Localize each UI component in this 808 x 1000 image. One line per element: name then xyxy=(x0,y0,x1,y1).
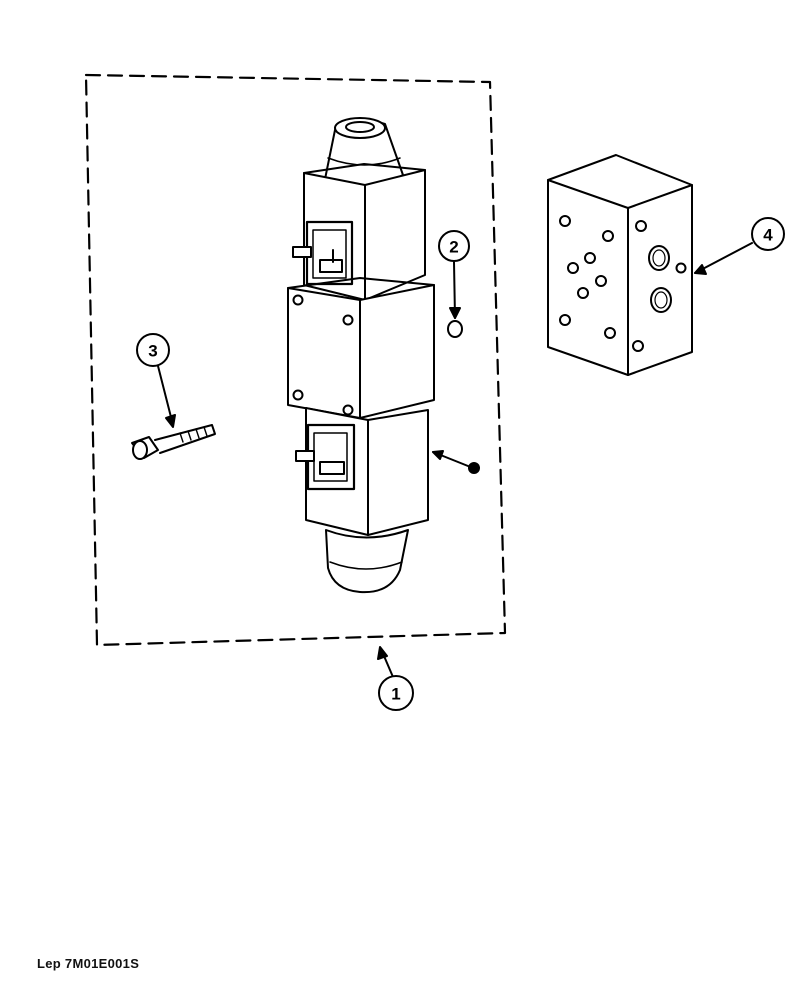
subplate xyxy=(547,154,693,376)
o-ring xyxy=(447,320,463,338)
solenoid-valve xyxy=(287,117,435,594)
callout-3: 3 xyxy=(136,333,170,367)
callout-2: 2 xyxy=(438,230,470,262)
drawing-reference: Lep 7M01E001S xyxy=(37,956,140,971)
callout-4-leader xyxy=(694,242,753,274)
callout-2-label: 2 xyxy=(449,238,458,257)
callout-4: 4 xyxy=(751,217,785,251)
callout-1: 1 xyxy=(378,675,414,711)
kit-boundary xyxy=(84,73,507,647)
lubricant-dot xyxy=(468,462,480,474)
callout-3-leader xyxy=(157,365,174,426)
cap-screw xyxy=(131,424,216,460)
callout-1-label: 1 xyxy=(391,685,400,704)
callout-4-label: 4 xyxy=(763,226,773,245)
callout-3-label: 3 xyxy=(148,342,157,361)
